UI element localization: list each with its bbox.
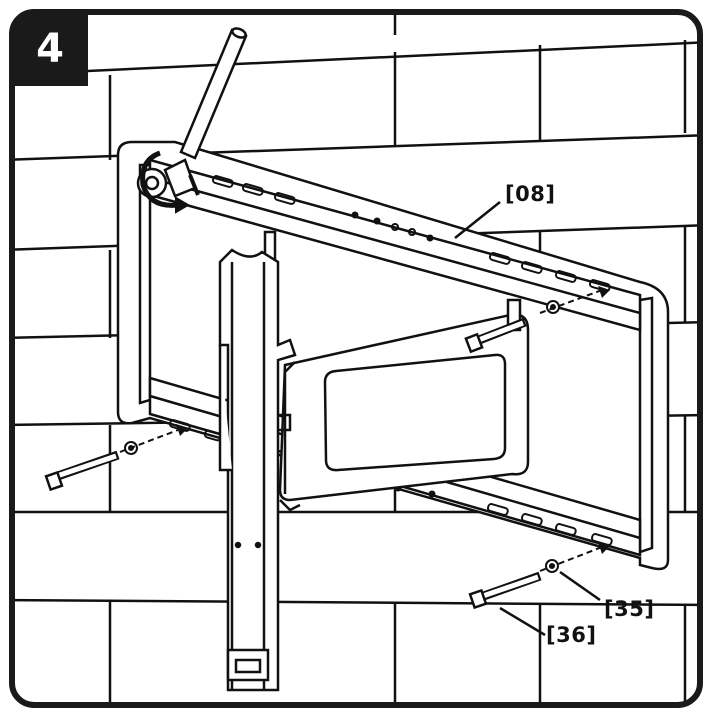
articulating-arm	[278, 298, 530, 512]
callout-leaders	[454, 201, 601, 637]
step-badge: 4	[12, 12, 88, 86]
step-frame	[9, 9, 703, 708]
lag-bolts-36	[44, 317, 542, 610]
tv-bracket-column	[218, 230, 297, 692]
callout-lag-bolt-36: [36]	[546, 623, 597, 647]
slot-arrows	[176, 286, 610, 554]
callout-washer-35: [35]	[604, 597, 655, 621]
callout-bracket-08: [08]	[505, 182, 556, 206]
step-number: 4	[36, 26, 64, 72]
rotation-arrow-icon	[140, 150, 200, 214]
alignment-lines	[119, 289, 603, 572]
